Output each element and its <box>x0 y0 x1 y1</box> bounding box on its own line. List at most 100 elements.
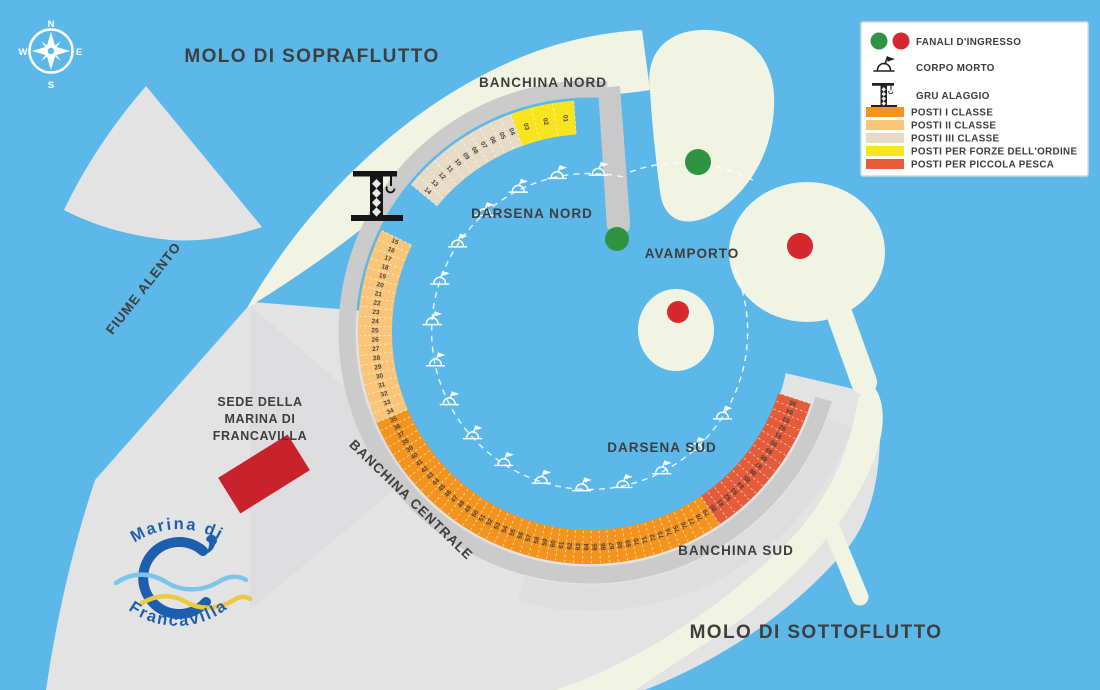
berth-number: 63 <box>575 543 582 551</box>
berth-segment-classe3 <box>410 113 523 207</box>
berth-number: 02 <box>541 117 549 126</box>
berth-number: 69 <box>625 539 633 548</box>
berth-number: 90 <box>769 438 779 448</box>
svg-text:GRU ALAGGIO: GRU ALAGGIO <box>916 91 990 102</box>
berth-number: 47 <box>450 494 460 504</box>
red-entry-light <box>787 233 813 259</box>
berth-number: 46 <box>443 488 453 498</box>
berth-number: 04 <box>507 127 516 137</box>
berth-number: 06 <box>488 136 498 146</box>
berth-number: 21 <box>374 290 383 298</box>
berth-number: 50 <box>471 509 481 519</box>
compass-east: E <box>76 47 82 58</box>
swatch-pesca <box>866 159 904 169</box>
berth-number: 07 <box>479 140 489 150</box>
mooring-line-entrance <box>629 161 754 181</box>
quay-bands <box>338 80 853 611</box>
berth-number: 16 <box>386 246 396 255</box>
berth-number: 57 <box>525 533 534 542</box>
berth-number: 39 <box>405 444 415 454</box>
berth-number: 60 <box>549 539 557 548</box>
berth-number: 73 <box>657 530 666 539</box>
label-darsena-nord: DARSENA NORD <box>471 206 593 221</box>
legend-item-posti3: POSTI III CLASSE <box>866 133 999 145</box>
berth-number: 80 <box>709 502 719 512</box>
berth-number: 82 <box>723 492 733 502</box>
berth-number: 68 <box>617 540 625 548</box>
berth-number: 41 <box>415 458 425 468</box>
berth-number: 93 <box>781 414 791 423</box>
red-light-icon <box>892 32 910 50</box>
svg-text:POSTI I CLASSE: POSTI I CLASSE <box>911 108 993 119</box>
berth-number: 13 <box>429 179 439 189</box>
svg-text:POSTI PER FORZE DELL'ORDINE: POSTI PER FORZE DELL'ORDINE <box>911 147 1077 158</box>
berth-number: 45 <box>437 483 447 493</box>
legend-item-corpo-morto: CORPO MORTO <box>873 55 995 74</box>
berth-number: 91 <box>773 430 783 440</box>
berth-number: 09 <box>461 151 471 161</box>
legend-box <box>860 21 1089 177</box>
label-banchina-sud: BANCHINA SUD <box>678 543 794 558</box>
berth-number: 42 <box>420 464 430 474</box>
berth-number: 32 <box>380 390 389 399</box>
compass-rose: N E S W <box>19 19 83 91</box>
label-darsena-sud: DARSENA SUD <box>607 440 717 455</box>
berth-number: 54 <box>501 525 510 535</box>
berth-number: 30 <box>375 372 384 380</box>
berth-number: 61 <box>558 541 566 549</box>
berth-number: 15 <box>390 237 400 247</box>
berth-number: 52 <box>485 517 495 527</box>
legend-item-pesca: POSTI PER PICCOLA PESCA <box>866 159 1054 171</box>
berth-number: 84 <box>736 480 746 490</box>
berth-number: 89 <box>764 445 774 455</box>
berth-number: 38 <box>401 437 411 447</box>
label-sede-marina: SEDE DELLA MARINA DI FRANCAVILLA <box>213 395 308 443</box>
entry-lights <box>605 149 813 323</box>
berth-number: 33 <box>383 399 392 408</box>
berth-number: 10 <box>453 158 463 168</box>
label-molo-sottoflutto: MOLO DI SOTTOFLUTTO <box>690 622 943 643</box>
berth-number: 87 <box>754 460 764 470</box>
berth-number: 66 <box>600 542 607 550</box>
svg-text:CORPO MORTO: CORPO MORTO <box>916 63 995 74</box>
berth-number: 64 <box>583 543 590 551</box>
berth-number: 12 <box>437 171 447 181</box>
svg-text:FANALI D'INGRESSO: FANALI D'INGRESSO <box>916 37 1021 48</box>
svg-text:POSTI III CLASSE: POSTI III CLASSE <box>911 134 999 145</box>
berth-number: 79 <box>702 507 712 517</box>
compass-west: W <box>19 47 28 58</box>
svg-text:POSTI PER PICCOLA PESCA: POSTI PER PICCOLA PESCA <box>911 160 1054 171</box>
berth-number: 92 <box>778 422 788 432</box>
berth-number: 36 <box>393 423 403 433</box>
berth-number: 88 <box>759 453 769 463</box>
berth-number: 53 <box>493 521 503 531</box>
berth-number: 14 <box>422 186 432 196</box>
legend-item-fanali: FANALI D'INGRESSO <box>870 32 1021 50</box>
berth-number: 20 <box>376 281 385 289</box>
berth-number: 49 <box>463 504 473 514</box>
berth-number: 56 <box>516 531 525 540</box>
legend-item-posti1: POSTI I CLASSE <box>866 107 993 119</box>
berth-segment-forze <box>510 100 577 147</box>
berth-number: 18 <box>380 263 389 272</box>
berth-number: 37 <box>396 430 406 440</box>
berth-number: 67 <box>608 542 616 550</box>
banchina-nord-pier <box>598 86 631 235</box>
berth-number: 65 <box>592 543 599 551</box>
swatch-classe2 <box>866 120 904 130</box>
berth-number: 44 <box>431 477 441 487</box>
berth-number: 31 <box>377 381 386 390</box>
berth-number: 95 <box>788 398 797 407</box>
svg-text:FRANCAVILLA: FRANCAVILLA <box>213 429 308 443</box>
logo-wave-blue <box>113 572 249 592</box>
berth-segment-classe1 <box>376 409 720 564</box>
berth-number: 86 <box>748 467 758 477</box>
logo-apostrophe <box>205 534 217 555</box>
berth-number: 83 <box>729 486 739 496</box>
berth-number: 40 <box>410 451 420 461</box>
green-entry-light <box>605 227 629 251</box>
avamporto-neck <box>825 297 877 395</box>
berth-number: 70 <box>633 537 641 546</box>
logo-swoosh <box>138 537 211 619</box>
